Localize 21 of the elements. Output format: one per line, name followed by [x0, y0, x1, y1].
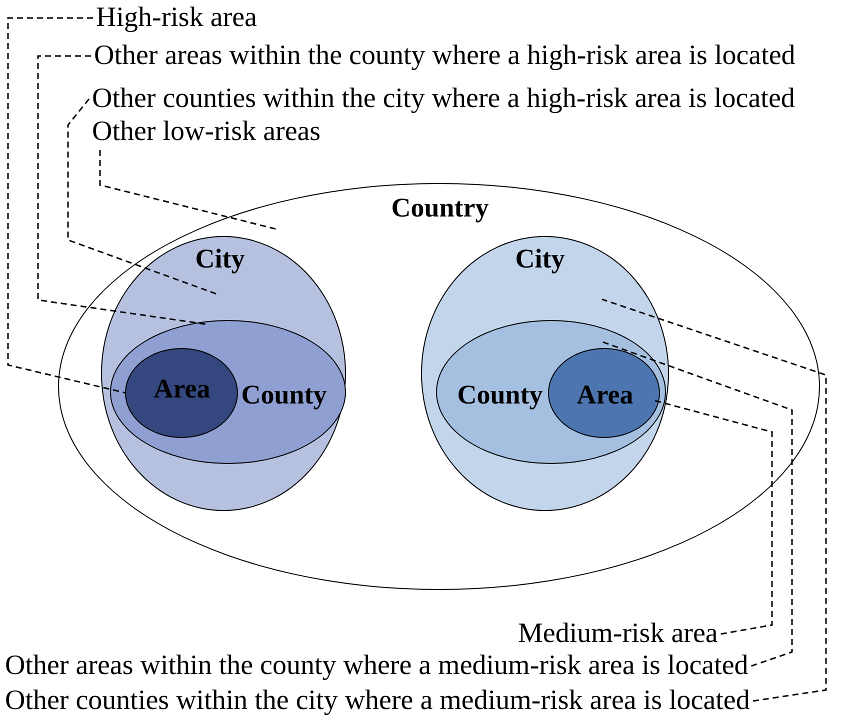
- callout-text: High-risk area: [96, 2, 257, 34]
- leader-line: [602, 298, 827, 702]
- callout-text: Other counties within the city where a high-risk area is located: [92, 83, 795, 115]
- callout-text: Other areas within the county where a medium-risk area is located: [5, 650, 748, 682]
- leader-line: [7, 17, 126, 394]
- region-label: City: [515, 244, 565, 274]
- region-label: County: [241, 380, 327, 410]
- leader-line: [67, 98, 216, 294]
- region-label: Area: [154, 374, 210, 404]
- callout-text: Other low-risk areas: [92, 116, 321, 148]
- callout-text: Other counties within the city where a medium-risk area is located: [5, 685, 750, 717]
- area-region: [548, 348, 660, 438]
- leader-line: [37, 55, 207, 326]
- region-label: Country: [391, 192, 489, 224]
- callout-text: Other areas within the county where a high-risk area is located: [94, 40, 796, 72]
- region-label: Area: [576, 380, 634, 410]
- callout-text: Medium-risk area: [518, 618, 718, 650]
- leader-line: [653, 399, 773, 635]
- region-label: County: [457, 380, 543, 410]
- leader-line: [601, 340, 793, 667]
- region-label: City: [195, 244, 245, 274]
